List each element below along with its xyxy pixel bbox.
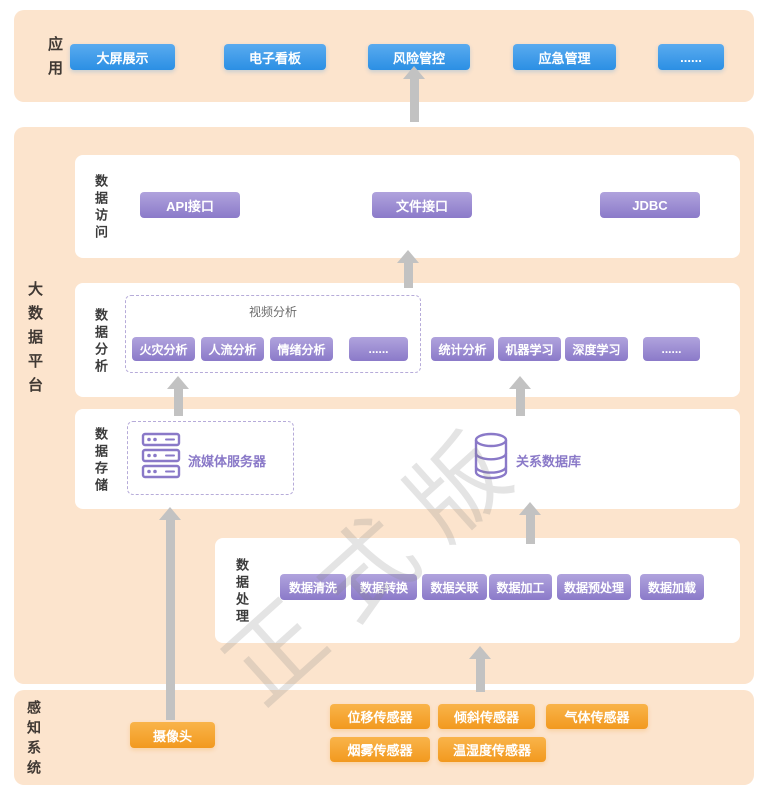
data-storage-panel [75,409,740,509]
sensor-node-tilt: 倾斜传感器 [438,704,535,729]
server-icon [141,432,181,485]
stream-server-label: 流媒体服务器 [188,454,267,469]
processing-node-preprocess: 数据预处理 [557,574,631,600]
arrow-storage-to-analysis-left [167,376,189,416]
analysis-node-emotion: 情绪分析 [270,337,333,361]
analysis-node-fire: 火灾分析 [132,337,195,361]
video-analysis-group-title: 视频分析 [248,305,297,319]
processing-node-transform: 数据转换 [351,574,417,600]
access-node-api: API接口 [140,192,240,218]
processing-node-clean: 数据清洗 [280,574,346,600]
platform-band-label: 大数据平台 [26,281,43,401]
processing-node-process: 数据加工 [489,574,552,600]
analysis-node-video-more: ...... [349,337,408,361]
app-node-emergency: 应急管理 [513,44,616,70]
sensor-node-camera: 摄像头 [130,722,215,748]
access-node-file: 文件接口 [372,192,472,218]
app-node-more: ...... [658,44,724,70]
arrow-camera-to-storage [159,507,181,720]
app-node-big-screen: 大屏展示 [70,44,175,70]
app-band-label: 应用 [46,36,63,84]
app-node-risk-control: 风险管控 [368,44,470,70]
arrow-platform-to-app [403,66,425,122]
sensor-node-gas: 气体传感器 [546,704,648,729]
data-storage-label: 数据存储 [93,427,108,495]
data-access-label: 数据访问 [93,174,108,242]
processing-node-associate: 数据关联 [422,574,487,600]
stream-server-group [127,421,294,495]
arrow-processing-to-storage [519,502,541,544]
sensor-node-displacement: 位移传感器 [330,704,430,729]
sensor-node-smoke: 烟雾传感器 [330,737,430,762]
app-node-e-kanban: 电子看板 [224,44,326,70]
database-icon [472,431,510,486]
analysis-node-crowd: 人流分析 [201,337,264,361]
arrow-storage-to-analysis-right [509,376,531,416]
data-analysis-label: 数据分析 [93,308,108,376]
relational-db-label: 关系数据库 [516,454,582,469]
access-node-jdbc: JDBC [600,192,700,218]
analysis-node-more: ...... [643,337,700,361]
video-analysis-group [125,295,421,373]
arrow-analysis-to-access [397,250,419,288]
perception-band-label: 感知系统 [26,700,42,780]
data-processing-label: 数据处理 [234,558,249,626]
analysis-node-ml: 机器学习 [498,337,561,361]
sensor-node-temp-humidity: 温湿度传感器 [438,737,546,762]
analysis-node-stats: 统计分析 [431,337,494,361]
arrow-sensors-to-processing [469,646,491,692]
analysis-node-dl: 深度学习 [565,337,628,361]
processing-node-load: 数据加载 [640,574,704,600]
